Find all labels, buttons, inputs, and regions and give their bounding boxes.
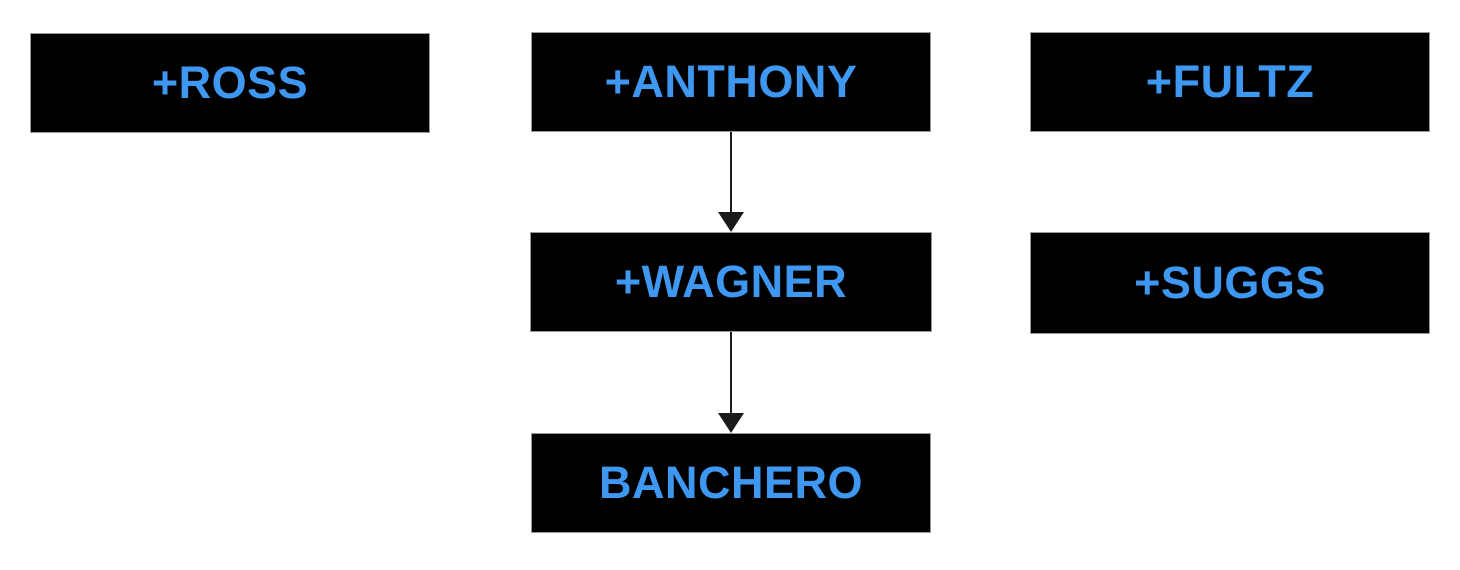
arrow-shaft — [730, 132, 732, 212]
node-fultz[interactable]: +FULTZ — [1030, 32, 1430, 132]
arrowhead-down-icon — [718, 413, 744, 433]
node-anthony-label: +ANTHONY — [604, 56, 858, 107]
node-suggs[interactable]: +SUGGS — [1030, 232, 1430, 334]
arrowhead-down-icon — [718, 212, 744, 232]
arrow-anthony-to-wagner — [718, 132, 744, 232]
arrow-shaft — [730, 332, 732, 413]
node-ross-label: +ROSS — [151, 57, 309, 108]
node-fultz-label: +FULTZ — [1145, 56, 1315, 107]
node-wagner-label: +WAGNER — [614, 256, 848, 307]
node-anthony[interactable]: +ANTHONY — [531, 32, 931, 132]
arrow-wagner-to-banchero — [718, 332, 744, 433]
node-suggs-label: +SUGGS — [1134, 257, 1326, 308]
node-ross[interactable]: +ROSS — [30, 33, 430, 133]
node-banchero[interactable]: BANCHERO — [531, 433, 931, 533]
node-wagner[interactable]: +WAGNER — [530, 232, 932, 332]
node-banchero-label: BANCHERO — [598, 457, 863, 508]
